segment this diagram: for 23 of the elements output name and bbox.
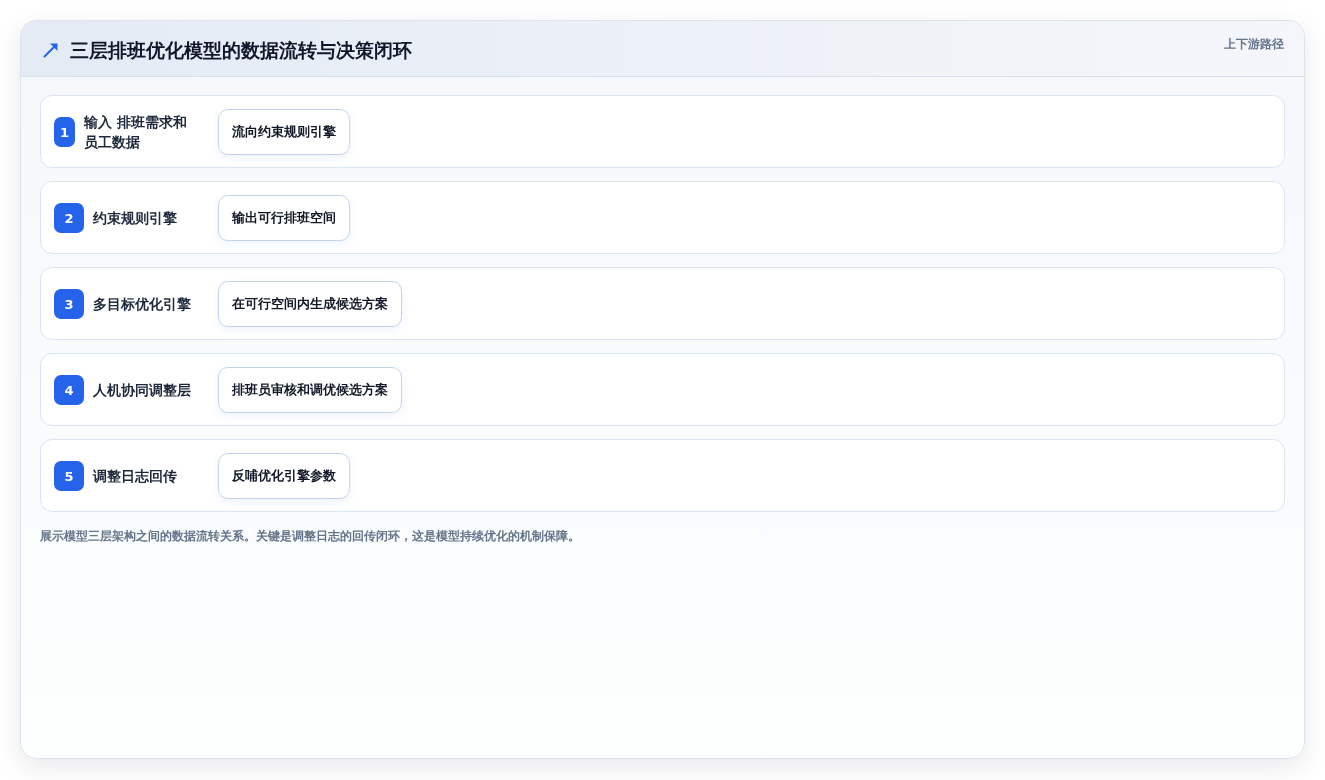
step-title: 人机协同调整层	[93, 381, 192, 400]
flow-label-card: 在可行空间内生成候选方案	[218, 281, 402, 327]
step-card	[40, 353, 1285, 426]
step-number: 4	[54, 375, 84, 405]
header-tag: 上下游路径	[1224, 36, 1284, 52]
step-card	[40, 439, 1285, 512]
flow-label-card: 排班员审核和调优候选方案	[218, 367, 402, 413]
step-card	[40, 95, 1285, 168]
step-number: 3	[54, 289, 84, 319]
step-title: 约束规则引擎	[93, 209, 178, 228]
flow-label-card: 流向约束规则引擎	[218, 109, 350, 155]
diagram-title: 三层排班优化模型的数据流转与决策闭环	[70, 38, 412, 63]
flow-label-card: 反哺优化引擎参数	[218, 453, 350, 499]
step-number: 2	[54, 203, 84, 233]
caption-text: 展示模型三层架构之间的数据流转关系。关键是调整日志的回传闭环，这是模型持续优化的机制保障。	[40, 528, 580, 545]
flow-label-card: 输出可行排班空间	[218, 195, 350, 241]
step-card	[40, 181, 1285, 254]
step-title: 输入 排班需求和员工数据	[84, 113, 188, 152]
step-number: 5	[54, 461, 84, 491]
step-number: 1	[54, 117, 75, 147]
step-title: 调整日志回传	[93, 467, 178, 486]
step-title: 多目标优化引擎	[93, 295, 192, 314]
step-card	[40, 267, 1285, 340]
